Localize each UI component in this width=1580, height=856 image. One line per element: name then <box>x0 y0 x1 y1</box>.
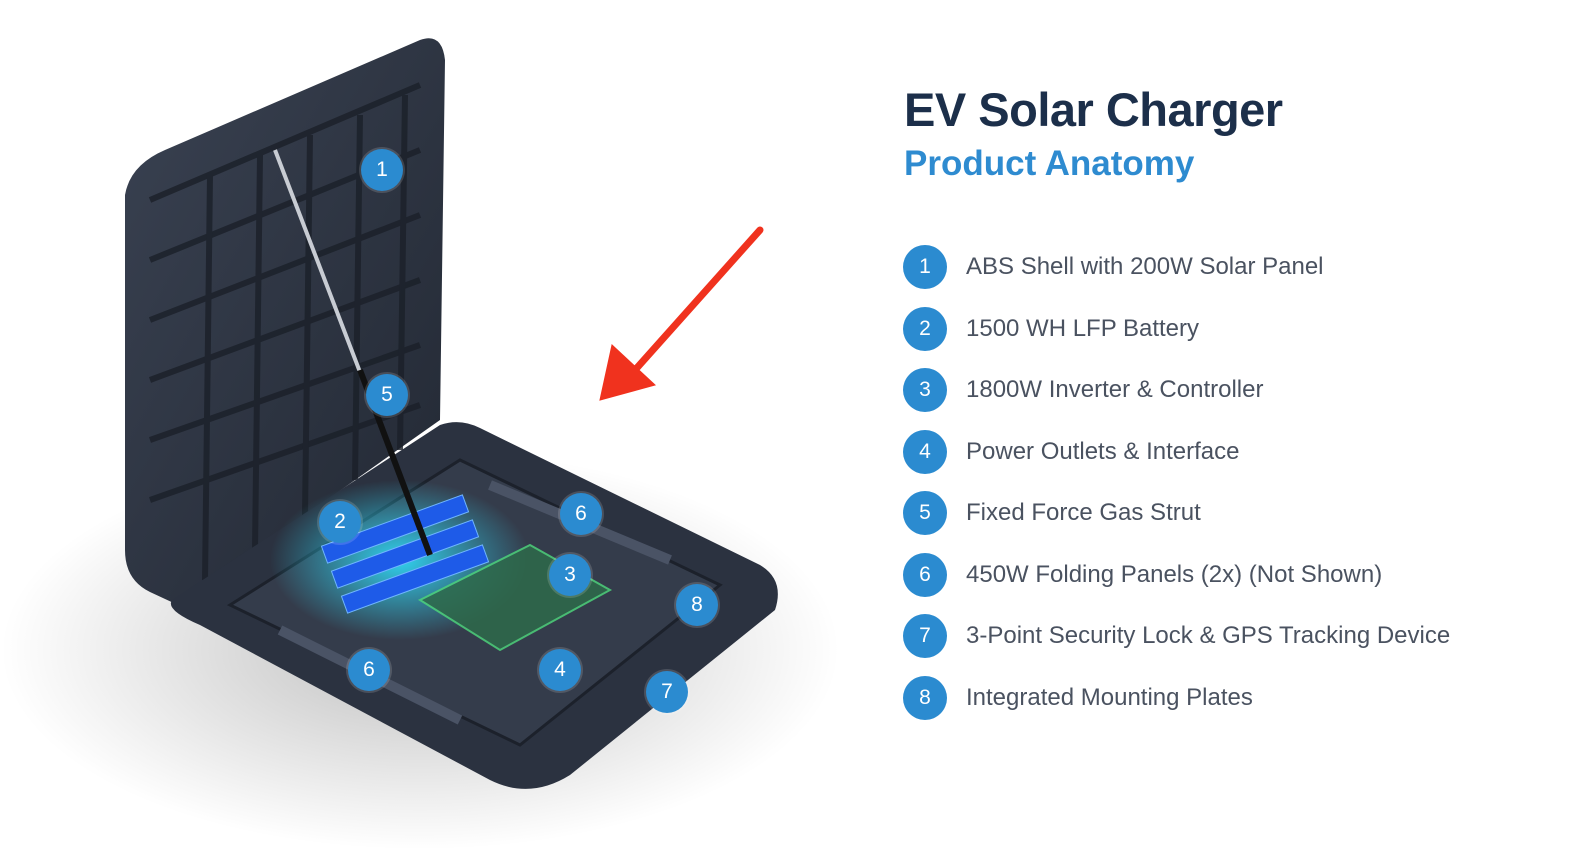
legend-number: 1 <box>903 245 947 289</box>
legend-label: Power Outlets & Interface <box>966 437 1240 465</box>
legend-label: ABS Shell with 200W Solar Panel <box>966 253 1324 280</box>
legend-label: 450W Folding Panels (2x) (Not Shown) <box>966 560 1383 588</box>
callout-6-bottom: 6 <box>348 649 390 691</box>
page-subtitle: Product Anatomy <box>904 144 1195 183</box>
legend-item: 4 Power Outlets & Interface <box>903 429 1450 474</box>
legend-label: 1500 WH LFP Battery <box>966 314 1199 342</box>
legend-item: 8 Integrated Mounting Plates <box>903 675 1450 720</box>
legend-number: 3 <box>903 368 947 412</box>
battery-cells <box>320 494 490 614</box>
callout-3: 3 <box>549 554 591 596</box>
red-arrow-icon <box>599 226 764 401</box>
callout-7: 7 <box>646 671 688 713</box>
legend-number: 2 <box>903 306 947 351</box>
legend-number: 8 <box>903 675 947 720</box>
legend-label: Integrated Mounting Plates <box>966 683 1253 711</box>
callout-2: 2 <box>319 501 361 543</box>
legend-item: 5 Fixed Force Gas Strut <box>903 491 1450 535</box>
legend-number: 5 <box>903 491 947 535</box>
legend-label: Fixed Force Gas Strut <box>966 499 1201 526</box>
legend-item: 7 3-Point Security Lock & GPS Tracking De… <box>903 614 1450 658</box>
callout-6-top: 6 <box>560 493 602 535</box>
lid-ribs <box>148 82 422 581</box>
callout-4: 4 <box>539 649 581 691</box>
legend-number: 7 <box>903 614 947 658</box>
legend-number: 6 <box>903 552 947 597</box>
legend-item: 2 1500 WH LFP Battery <box>903 306 1450 351</box>
legend-item: 6 450W Folding Panels (2x) (Not Shown) <box>903 552 1450 597</box>
legend-label: 3-Point Security Lock & GPS Tracking Dev… <box>966 622 1451 649</box>
callout-1: 1 <box>361 149 403 191</box>
legend-item: 1 ABS Shell with 200W Solar Panel <box>903 245 1450 289</box>
legend-label: 1800W Inverter & Controller <box>966 376 1264 403</box>
callout-8: 8 <box>676 584 718 626</box>
legend-item: 3 1800W Inverter & Controller <box>903 368 1450 412</box>
callout-5: 5 <box>366 374 408 416</box>
anatomy-legend: 1 ABS Shell with 200W Solar Panel 2 1500 W… <box>903 245 1450 737</box>
legend-number: 4 <box>903 429 947 474</box>
page-title: EV Solar Charger <box>904 83 1283 136</box>
